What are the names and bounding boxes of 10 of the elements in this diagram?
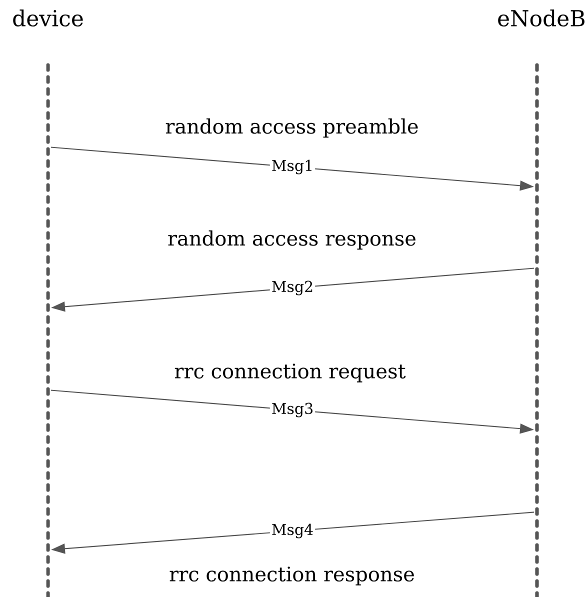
message-text: random access preamble [166,118,418,138]
message-text: rrc connection response [170,566,414,586]
message-text: random access response [168,230,416,250]
edge-label: Msg2 [270,279,316,297]
edge-label: Msg1 [270,158,316,176]
edge-label: Msg4 [270,522,316,540]
participant-label: device [13,10,83,27]
message-text: rrc connection request [174,364,406,382]
edge-label: Msg3 [270,401,316,419]
participant-label: eNodeB [498,10,584,27]
